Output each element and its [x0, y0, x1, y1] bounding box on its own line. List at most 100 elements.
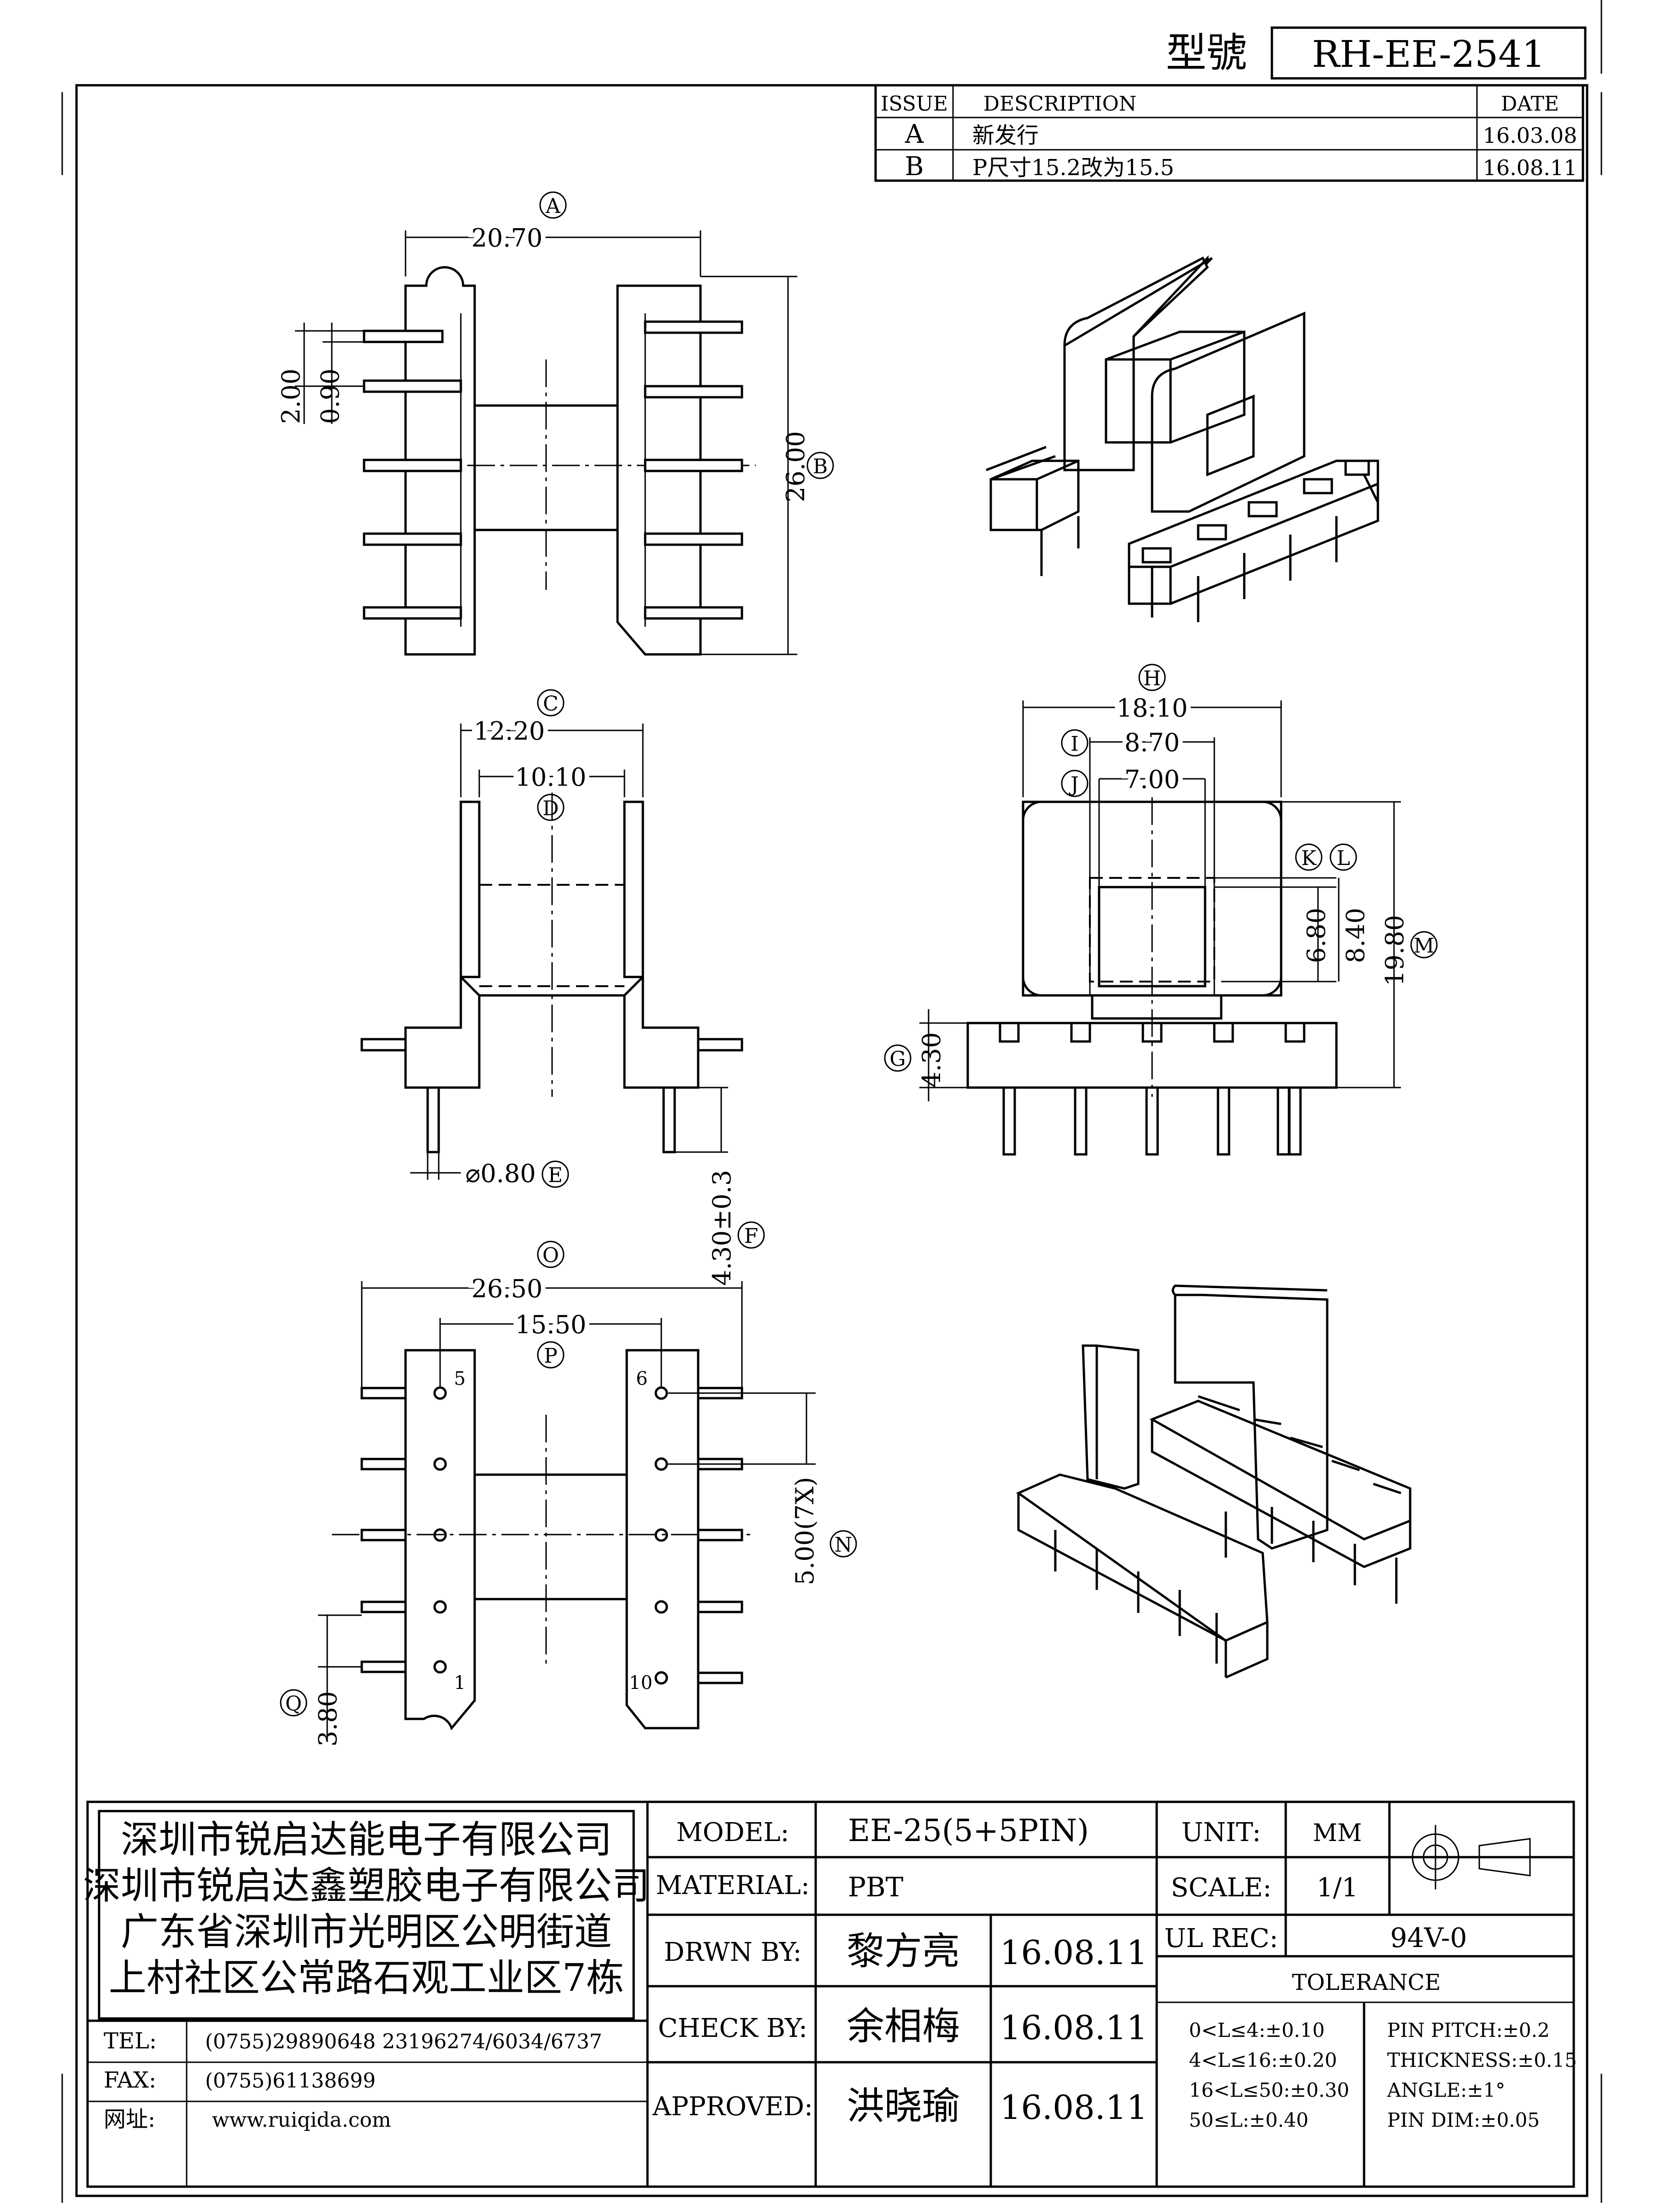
dim-a-value: 20.70: [471, 224, 543, 253]
revision-header-description: DESCRIPTION: [983, 92, 1137, 116]
web-value: www.ruiqida.com: [212, 2108, 391, 2132]
top-view: 20.70 A 2.00 0.90 26.00 B: [276, 191, 834, 656]
unit-label: UNIT:: [1182, 1818, 1261, 1847]
fax-label: FAX:: [104, 2067, 156, 2093]
dim-n-value: 5.00(7X): [790, 1477, 819, 1585]
dim-q-value: 3.80: [313, 1691, 342, 1747]
ul-value: 94V-0: [1390, 1922, 1467, 1953]
dim-d-value: 10.10: [515, 763, 587, 792]
front-view: 18.10 H 8.70 I 7.00 J 6.80 8.40 K L 19.8…: [884, 664, 1438, 1156]
dim-h-value: 18.10: [1117, 694, 1188, 723]
bottom-right-pins: [654, 1386, 743, 1685]
approved-date: 16.08.11: [1000, 2088, 1148, 2127]
dim-j-value: 7.00: [1124, 765, 1180, 794]
dim-b-ref: B: [813, 455, 828, 478]
dim-k-value: 6.80: [1302, 908, 1331, 963]
approved-name: 洪晓瑜: [847, 2084, 960, 2128]
dim-o-ref: O: [542, 1244, 559, 1267]
tol-left-4: 50≤L:±0.40: [1189, 2109, 1308, 2131]
scale-value: 1/1: [1317, 1873, 1358, 1903]
drawn-label: DRWN BY:: [664, 1937, 801, 1967]
dim-p-ref: P: [544, 1344, 558, 1368]
dim-l-value: 8.40: [1341, 908, 1370, 963]
dim-g-value: 4.30: [917, 1032, 946, 1088]
tol-right-2: THICKNESS:±0.15: [1387, 2049, 1577, 2071]
revision-b-issue: B: [905, 152, 924, 182]
approved-label: APPROVED:: [652, 2092, 813, 2122]
revision-table: ISSUE DESCRIPTION DATE A 新发行 16.03.08 B …: [874, 84, 1584, 182]
right-pin-row: [644, 320, 743, 620]
dim-i-ref: I: [1071, 732, 1078, 756]
dim-k-ref: K: [1301, 847, 1317, 870]
drawn-name: 黎方亮: [847, 1930, 960, 1973]
revision-header-date: DATE: [1501, 92, 1559, 116]
scale-label: SCALE:: [1171, 1873, 1272, 1903]
tol-right-4: PIN DIM:±0.05: [1387, 2109, 1540, 2131]
tol-left-3: 16<L≤50:±0.30: [1189, 2079, 1349, 2101]
revision-header-issue: ISSUE: [881, 92, 948, 116]
tol-left-2: 4<L≤16:±0.20: [1189, 2049, 1337, 2071]
dim-c-ref: C: [543, 692, 559, 716]
dim-q-ref: Q: [285, 1692, 302, 1716]
dim-b-value: 26.00: [781, 431, 810, 502]
tel-label: TEL:: [104, 2028, 157, 2054]
dim-n-ref: N: [835, 1533, 853, 1557]
dim-pin-offset: 2.00: [276, 369, 306, 424]
pin-label-10: 10: [629, 1672, 653, 1694]
revision-a-description: 新发行: [972, 123, 1039, 148]
model-number-header: 型號 RH-EE-2541: [1166, 26, 1587, 80]
company-line-1: 深圳市锐启达能电子有限公司: [121, 1818, 612, 1862]
projection-symbol-icon: [1403, 1825, 1553, 1889]
dim-m-value: 19.80: [1380, 915, 1409, 986]
tol-left-1: 0<L≤4:±0.10: [1189, 2019, 1325, 2041]
bottom-view: 5 6 1 10 26.50 O 15.50 P 5.00(7X) N 3.80…: [280, 1241, 857, 1747]
title-block: 深圳市锐启达能电子有限公司 深圳市锐启达鑫塑胶电子有限公司 广东省深圳市光明区公…: [83, 1800, 1577, 2188]
pin-label-5: 5: [454, 1368, 465, 1389]
dim-m-ref: M: [1413, 934, 1434, 958]
check-name: 余相梅: [847, 2005, 960, 2048]
tolerance-title: TOLERANCE: [1292, 1970, 1441, 1995]
check-date: 16.08.11: [1000, 2008, 1148, 2047]
isometric-view-bottom: [1016, 1284, 1412, 1679]
drawn-date: 16.08.11: [1000, 1933, 1148, 1972]
model-value: EE-25(5+5PIN): [848, 1813, 1089, 1848]
material-label: MATERIAL:: [656, 1871, 810, 1900]
company-line-4: 上村社区公常路石观工业区7栋: [109, 1956, 624, 2000]
web-label: 网址:: [104, 2106, 155, 2132]
tol-right-3: ANGLE:±1°: [1387, 2079, 1505, 2101]
check-label: CHECK BY:: [658, 2013, 807, 2043]
company-line-2: 深圳市锐启达鑫塑胶电子有限公司: [83, 1864, 650, 1908]
dim-c-value: 12.20: [474, 717, 545, 746]
dim-p-value: 15.50: [515, 1310, 587, 1339]
dim-f-ref: F: [744, 1224, 759, 1248]
bottom-left-pins: [360, 1386, 447, 1674]
company-line-3: 广东省深圳市光明区公明街道: [121, 1910, 612, 1954]
model-number-value: RH-EE-2541: [1312, 33, 1545, 76]
isometric-view-top: [986, 255, 1379, 622]
dim-d-ref: D: [542, 797, 559, 820]
dim-j-ref: J: [1069, 773, 1079, 796]
dim-i-value: 8.70: [1124, 728, 1180, 757]
dim-e-value: ⌀0.80: [465, 1159, 536, 1188]
left-pin-row: [363, 329, 462, 620]
pin-label-6: 6: [636, 1368, 647, 1389]
dim-f-value: 4.30±0.3: [707, 1170, 736, 1286]
model-label: MODEL:: [676, 1818, 789, 1847]
dim-e-ref: E: [548, 1164, 563, 1187]
dim-pin-dia-top: 0.90: [316, 369, 345, 424]
ul-label: UL REC:: [1165, 1924, 1278, 1953]
dim-o-value: 26.50: [471, 1274, 543, 1303]
tol-right-1: PIN PITCH:±0.2: [1387, 2019, 1550, 2041]
tel-value: (0755)29890648 23196274/6034/6737: [205, 2030, 602, 2053]
revision-b-description: P尺寸15.2改为15.5: [972, 155, 1174, 181]
side-view: 12.20 C 10.10 D ⌀0.80 E 4.30±0.3 F: [360, 689, 765, 1286]
dim-g-ref: G: [889, 1047, 906, 1071]
dim-l-ref: L: [1336, 847, 1350, 870]
revision-b-date: 16.08.11: [1483, 155, 1577, 180]
pin-label-1: 1: [454, 1672, 465, 1694]
dim-a-ref: A: [545, 194, 561, 218]
model-number-label: 型號: [1166, 29, 1247, 76]
dim-h-ref: H: [1143, 667, 1161, 690]
unit-value: MM: [1313, 1819, 1362, 1847]
